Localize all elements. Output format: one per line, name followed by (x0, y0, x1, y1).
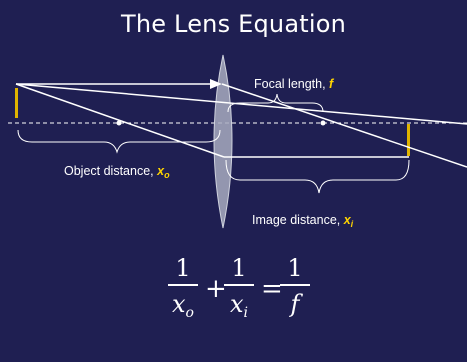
equals-sign: = (261, 274, 283, 304)
focal-length-text: Focal length, (254, 77, 330, 91)
focal-length-label: Focal length, f (254, 77, 333, 91)
image-distance-label: Image distance, xi (252, 213, 354, 229)
object-distance-brace (17, 129, 221, 154)
fraction-focal: 1 f (280, 254, 310, 319)
far-focal-point (320, 120, 326, 126)
object-distance-variable: xo (157, 164, 170, 180)
focal-length-variable: f (329, 77, 334, 91)
object-arrow (15, 88, 18, 118)
object-distance-text: Object distance, (64, 164, 158, 178)
ray-arrowhead (210, 79, 222, 89)
image-distance-text: Image distance, (252, 213, 344, 227)
slide-title: The Lens Equation (120, 10, 346, 38)
near-focal-point (116, 120, 122, 126)
image-distance-variable: xi (343, 213, 354, 229)
fraction-image: 1 xi (224, 254, 254, 320)
focal-length-brace (227, 93, 324, 113)
convex-lens (213, 54, 233, 229)
image-arrow (407, 124, 410, 156)
central-ray (15, 83, 467, 125)
fraction-object: 1 xo (168, 254, 198, 320)
refracted-ray (221, 83, 467, 168)
focal-ray (15, 83, 225, 158)
plus-sign: + (205, 274, 227, 304)
image-distance-brace (225, 159, 410, 194)
object-distance-label: Object distance, xo (64, 164, 170, 180)
lens-equation: 1 xo + 1 xi = 1 f (160, 254, 320, 334)
